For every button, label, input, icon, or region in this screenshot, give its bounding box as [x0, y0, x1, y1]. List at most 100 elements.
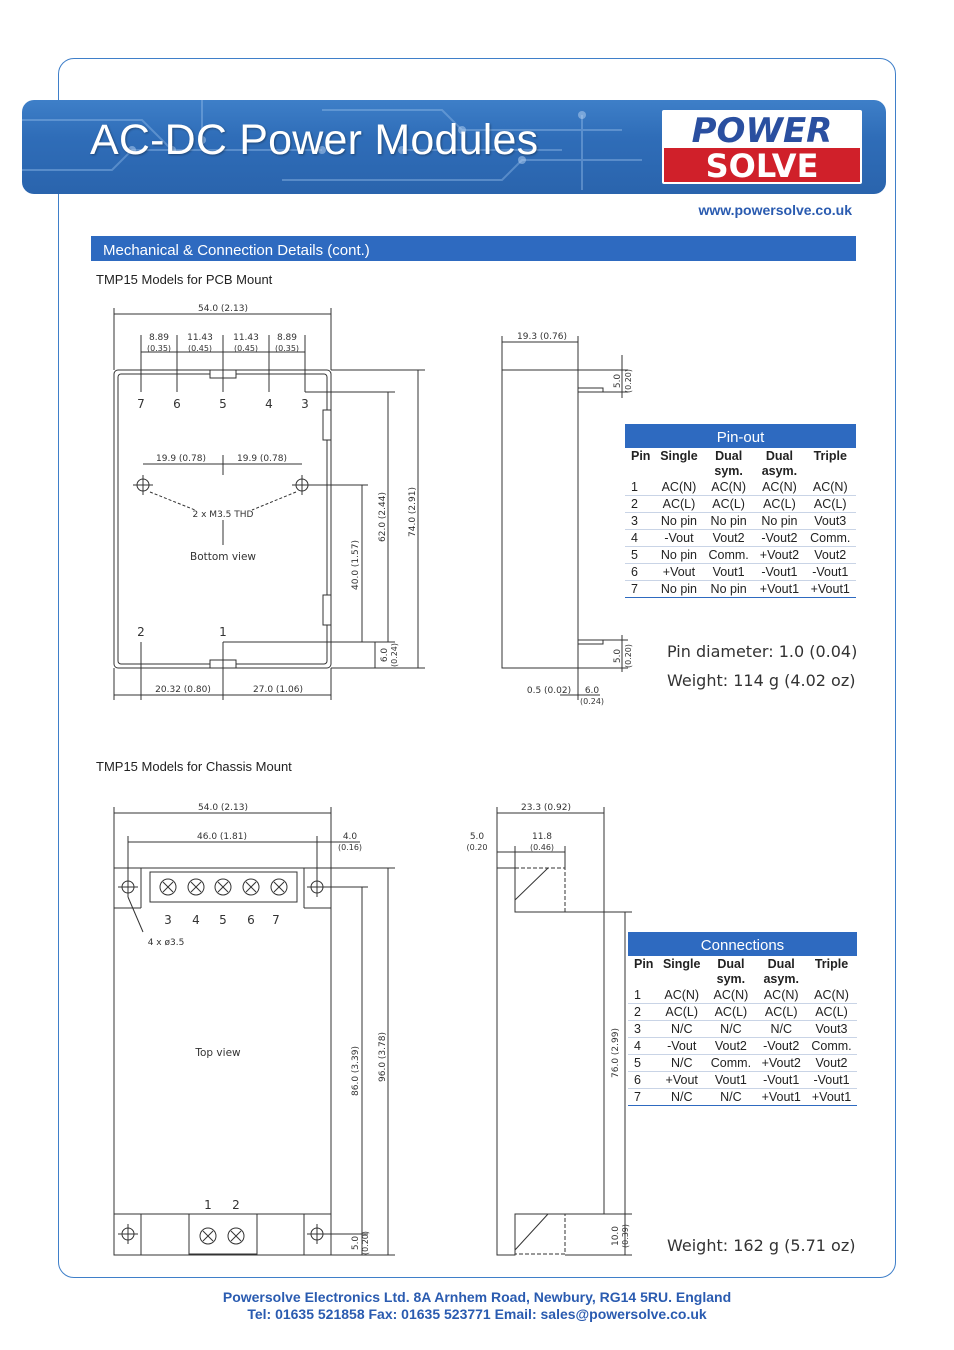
pin-off-dim: 6.0: [585, 686, 600, 696]
pcb-side-outline: [501, 369, 579, 669]
col-header: Triple: [814, 957, 849, 971]
terminal-label-4: 4: [192, 913, 200, 927]
dim-4: 4.0: [343, 832, 358, 842]
chassis-outline: [113, 867, 332, 1256]
circuit-board-background: [22, 100, 642, 190]
col-header: Single: [660, 449, 698, 463]
col-header: Pin: [631, 449, 651, 463]
dim-27: 27.0 (1.06): [253, 685, 303, 695]
dim-76: 76.0 (2.99): [611, 1028, 621, 1078]
hole-left-dim: 19.9 (0.78): [156, 454, 206, 464]
dim-40: 40.0 (1.57): [351, 540, 361, 590]
svg-text:(0.46): (0.46): [530, 843, 554, 852]
svg-text:(0.45): (0.45): [234, 344, 258, 353]
dim-74: 74.0 (2.91): [408, 487, 418, 537]
dim-5: 5.0: [351, 1236, 361, 1251]
dim-10: 10.0: [611, 1226, 621, 1246]
page-frame: [58, 58, 896, 1278]
pin-label-3: 3: [301, 397, 309, 411]
chassis-side-outline: [496, 867, 605, 1256]
pin-label-7: 7: [137, 397, 145, 411]
header-banner: AC-DC Power Modules POWER SOLVE: [22, 100, 886, 194]
svg-text:(0.20: (0.20: [467, 843, 488, 852]
pcb-pitch2: 11.43: [187, 333, 213, 343]
pin-bottom-dim: 5.0: [613, 649, 623, 664]
svg-text:(0.20): (0.20): [624, 644, 633, 668]
pcb-width-label: 54.0 (2.13): [198, 304, 248, 314]
dim-6: 6.0: [380, 648, 390, 663]
logo-bottom-text: SOLVE: [706, 147, 819, 184]
website-url[interactable]: www.powersolve.co.uk: [698, 202, 852, 218]
col-header: Pin: [634, 957, 654, 971]
dim-62: 62.0 (2.44): [378, 492, 388, 542]
pin-label-2: 2: [137, 625, 145, 639]
pcb-weight-note: Weight: 114 g (4.02 oz): [667, 671, 856, 690]
svg-text:(0.24): (0.24): [580, 697, 604, 706]
svg-text:(0.35): (0.35): [147, 344, 171, 353]
svg-text:(0.16): (0.16): [338, 843, 362, 852]
terminal-label-2: 2: [232, 1198, 240, 1212]
dim-20-32: 20.32 (0.80): [155, 685, 211, 695]
col-header: Single: [662, 957, 701, 971]
pcb-pitch4: 8.89: [277, 333, 297, 343]
chassis-caption: TMP15 Models for Chassis Mount: [96, 759, 292, 774]
pin-label-1: 1: [219, 625, 227, 639]
pcb-pitch3: 11.43: [233, 333, 259, 343]
logo-top-text: POWER: [692, 111, 833, 151]
terminal-label-1: 1: [204, 1198, 212, 1212]
pin-d-dim: 0.5 (0.02): [527, 686, 571, 696]
chassis-weight-note: Weight: 162 g (5.71 oz): [667, 1236, 856, 1255]
side-width-dim: 19.3 (0.76): [517, 332, 567, 342]
svg-text:(0.20): (0.20): [624, 369, 633, 393]
pin-diameter-note: Pin diameter: 1.0 (0.04): [667, 642, 858, 661]
page-title: AC-DC Power Modules: [90, 116, 539, 164]
pinout-table-title: Pin-out: [625, 424, 856, 448]
pcb-pitch1: 8.89: [149, 333, 169, 343]
holes-label: 4 x ø3.5: [148, 938, 185, 948]
terminal-label-7: 7: [272, 913, 280, 927]
svg-text:(0.45): (0.45): [188, 344, 212, 353]
footer-contact: Tel: 01635 521858 Fax: 01635 523771 Emai…: [247, 1306, 707, 1322]
pcb-caption: TMP15 Models for PCB Mount: [96, 272, 273, 287]
svg-text:(0.39): (0.39): [621, 1224, 630, 1248]
pin-label-4: 4: [265, 397, 273, 411]
section-title: Mechanical & Connection Details (cont.): [91, 236, 856, 261]
top-view-label: Top view: [194, 1047, 241, 1059]
pin-top-dim: 5.0: [613, 374, 623, 389]
footer-address: Powersolve Electronics Ltd. 8A Arnhem Ro…: [222, 1289, 732, 1305]
svg-text:(0.20): (0.20): [361, 1231, 370, 1255]
powersolve-logo: POWER SOLVE: [662, 110, 862, 184]
dim-86: 86.0 (3.39): [351, 1046, 361, 1096]
chassis-side-width-dim: 23.3 (0.92): [521, 803, 571, 813]
svg-text:(0.35): (0.35): [275, 344, 299, 353]
chassis-width-label: 54.0 (2.13): [198, 803, 248, 813]
dim-96: 96.0 (3.78): [378, 1032, 388, 1082]
col-header: Triple: [813, 449, 847, 463]
pin-label-5: 5: [219, 397, 227, 411]
bottom-view-label: Bottom view: [190, 551, 256, 563]
connections-table-title: Connections: [628, 932, 857, 956]
dim-11-8: 11.8: [532, 832, 552, 842]
pin-label-6: 6: [173, 397, 181, 411]
hole-right-dim: 19.9 (0.78): [237, 454, 287, 464]
svg-text:(0.24): (0.24): [390, 643, 399, 667]
dim-46: 46.0 (1.81): [197, 832, 247, 842]
terminal-label-5: 5: [219, 913, 227, 927]
